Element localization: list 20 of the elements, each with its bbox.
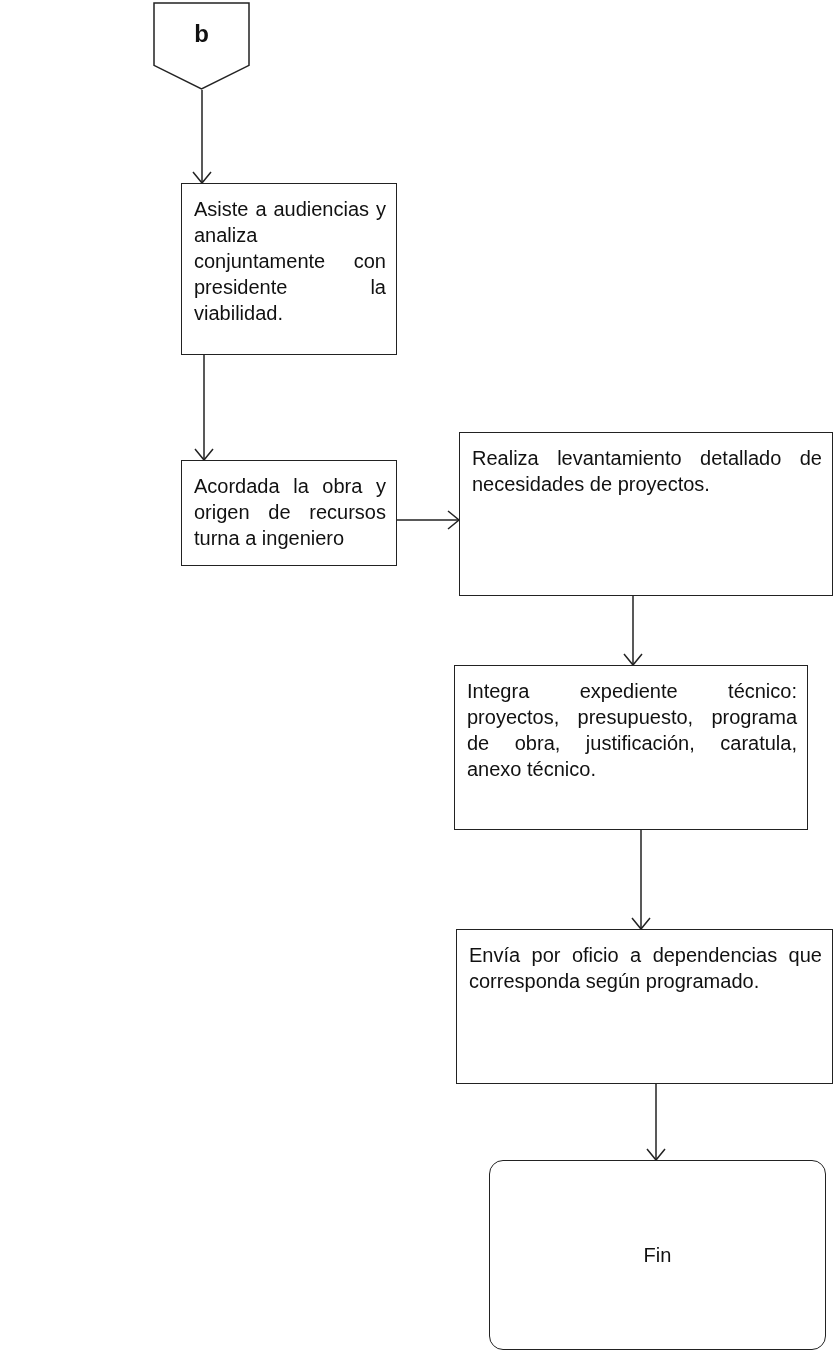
box-text: b [194, 19, 209, 50]
process-box [181, 183, 397, 355]
box-text: Realiza levantamiento detallado de necesidades de proyectos. [472, 446, 822, 497]
arrow [623, 595, 643, 666]
process-box [459, 432, 833, 596]
arrow [631, 829, 651, 930]
box-text: Acordada la obra y origen de recursos turna a ingeniero [194, 474, 386, 551]
box-text: Fin [643, 1243, 672, 1268]
terminator-box [489, 1160, 826, 1350]
box-text: Envía por oficio a dependencias que corresponda según programado. [469, 943, 822, 994]
arrow [194, 354, 214, 461]
off-page-connector [153, 2, 250, 90]
process-box [456, 929, 833, 1084]
box-text: Integra expediente técnico: proyectos, presupuesto, programa de obra, justificación, caratula, anexo técnico. [467, 679, 797, 782]
process-box [181, 460, 397, 566]
arrow [646, 1083, 666, 1161]
arrow [396, 510, 460, 530]
process-box [454, 665, 808, 830]
box-text: Asiste a audiencias y analiza conjuntamente con presidente la viabilidad. [194, 197, 386, 326]
arrow [192, 89, 212, 184]
